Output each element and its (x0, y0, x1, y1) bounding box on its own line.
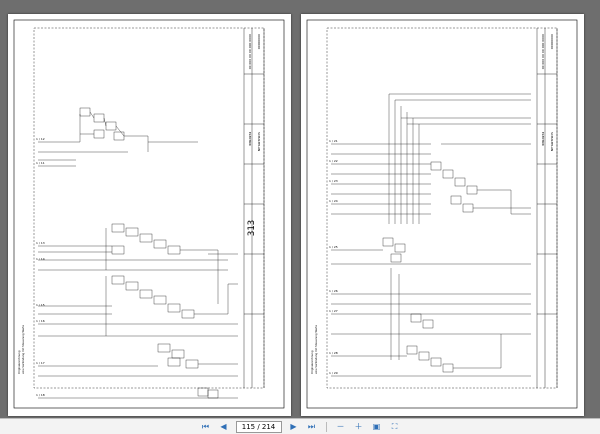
svg-text:1 / 18: 1 / 18 (36, 393, 45, 397)
page-number-input[interactable] (235, 420, 282, 433)
svg-text:Originalzeichnung: Originalzeichnung (310, 350, 314, 374)
svg-text:1 / 12: 1 / 12 (36, 137, 45, 141)
svg-text:1 / 29: 1 / 29 (329, 371, 338, 375)
prev-page-icon[interactable]: ◀ (220, 422, 227, 431)
zoom-out-icon[interactable]: － (336, 422, 345, 431)
page-navigation-toolbar: ⏮ ◀ ▶ ⏭ － ＋ ▣ ⛶ (0, 418, 600, 434)
svg-text:1 / 21: 1 / 21 (329, 139, 338, 143)
svg-text:0000 000 00 00 000 00: 0000 000 00 00 000 00 (541, 34, 545, 69)
left-schematic-drawing: 313 0000 000 00 00 000 00 ELEKTRIK SCHAL… (13, 19, 285, 409)
toolbar-divider (325, 421, 327, 432)
svg-text:00000000: 00000000 (257, 34, 261, 49)
right-schematic-page[interactable]: 0000 000 00 00 000 00 ELEKTRIK SCHALTPLA… (301, 14, 584, 416)
sheet-footer-note: eine Verbindung mit Steuerung Werte (314, 324, 318, 374)
sheet-footer-note: eine Verbindung mit Steuerung Werte (21, 324, 25, 374)
next-page-icon[interactable]: ▶ (290, 422, 297, 431)
svg-text:1 / 17: 1 / 17 (36, 361, 45, 365)
svg-text:1 / 13: 1 / 13 (36, 241, 45, 245)
svg-text:1 / 15: 1 / 15 (36, 303, 45, 307)
sheet-page-number: 313 (247, 220, 257, 236)
svg-text:00000000: 00000000 (550, 34, 554, 49)
svg-text:1 / 22: 1 / 22 (329, 159, 338, 163)
svg-text:ELEKTRIK: ELEKTRIK (248, 132, 252, 147)
svg-text:1 / 23: 1 / 23 (329, 179, 338, 183)
svg-text:Originalzeichnung: Originalzeichnung (17, 350, 21, 374)
svg-text:1 / 16: 1 / 16 (36, 319, 45, 323)
right-schematic-drawing: 0000 000 00 00 000 00 ELEKTRIK SCHALTPLA… (306, 19, 578, 409)
svg-text:0000 000 00 00 000 00: 0000 000 00 00 000 00 (248, 34, 252, 69)
left-schematic-page[interactable]: 313 0000 000 00 00 000 00 ELEKTRIK SCHAL… (8, 14, 291, 416)
first-page-icon[interactable]: ⏮ (201, 421, 210, 431)
svg-text:ELEKTRIK: ELEKTRIK (541, 132, 545, 147)
svg-text:SCHALTPLAN: SCHALTPLAN (257, 132, 261, 151)
svg-text:1 / 14: 1 / 14 (36, 257, 45, 261)
svg-text:1 / 25: 1 / 25 (329, 245, 338, 249)
svg-text:1 / 26: 1 / 26 (329, 289, 338, 293)
svg-text:1 / 11: 1 / 11 (36, 161, 45, 165)
svg-text:1 / 28: 1 / 28 (329, 351, 338, 355)
zoom-in-icon[interactable]: ＋ (354, 422, 363, 431)
last-page-icon[interactable]: ⏭ (307, 421, 316, 431)
fullscreen-icon[interactable]: ⛶ (391, 421, 398, 431)
svg-text:1 / 24: 1 / 24 (329, 199, 338, 203)
svg-text:SCHALTPLAN: SCHALTPLAN (550, 132, 554, 151)
fit-page-icon[interactable]: ▣ (372, 422, 381, 431)
svg-text:1 / 27: 1 / 27 (329, 309, 338, 313)
